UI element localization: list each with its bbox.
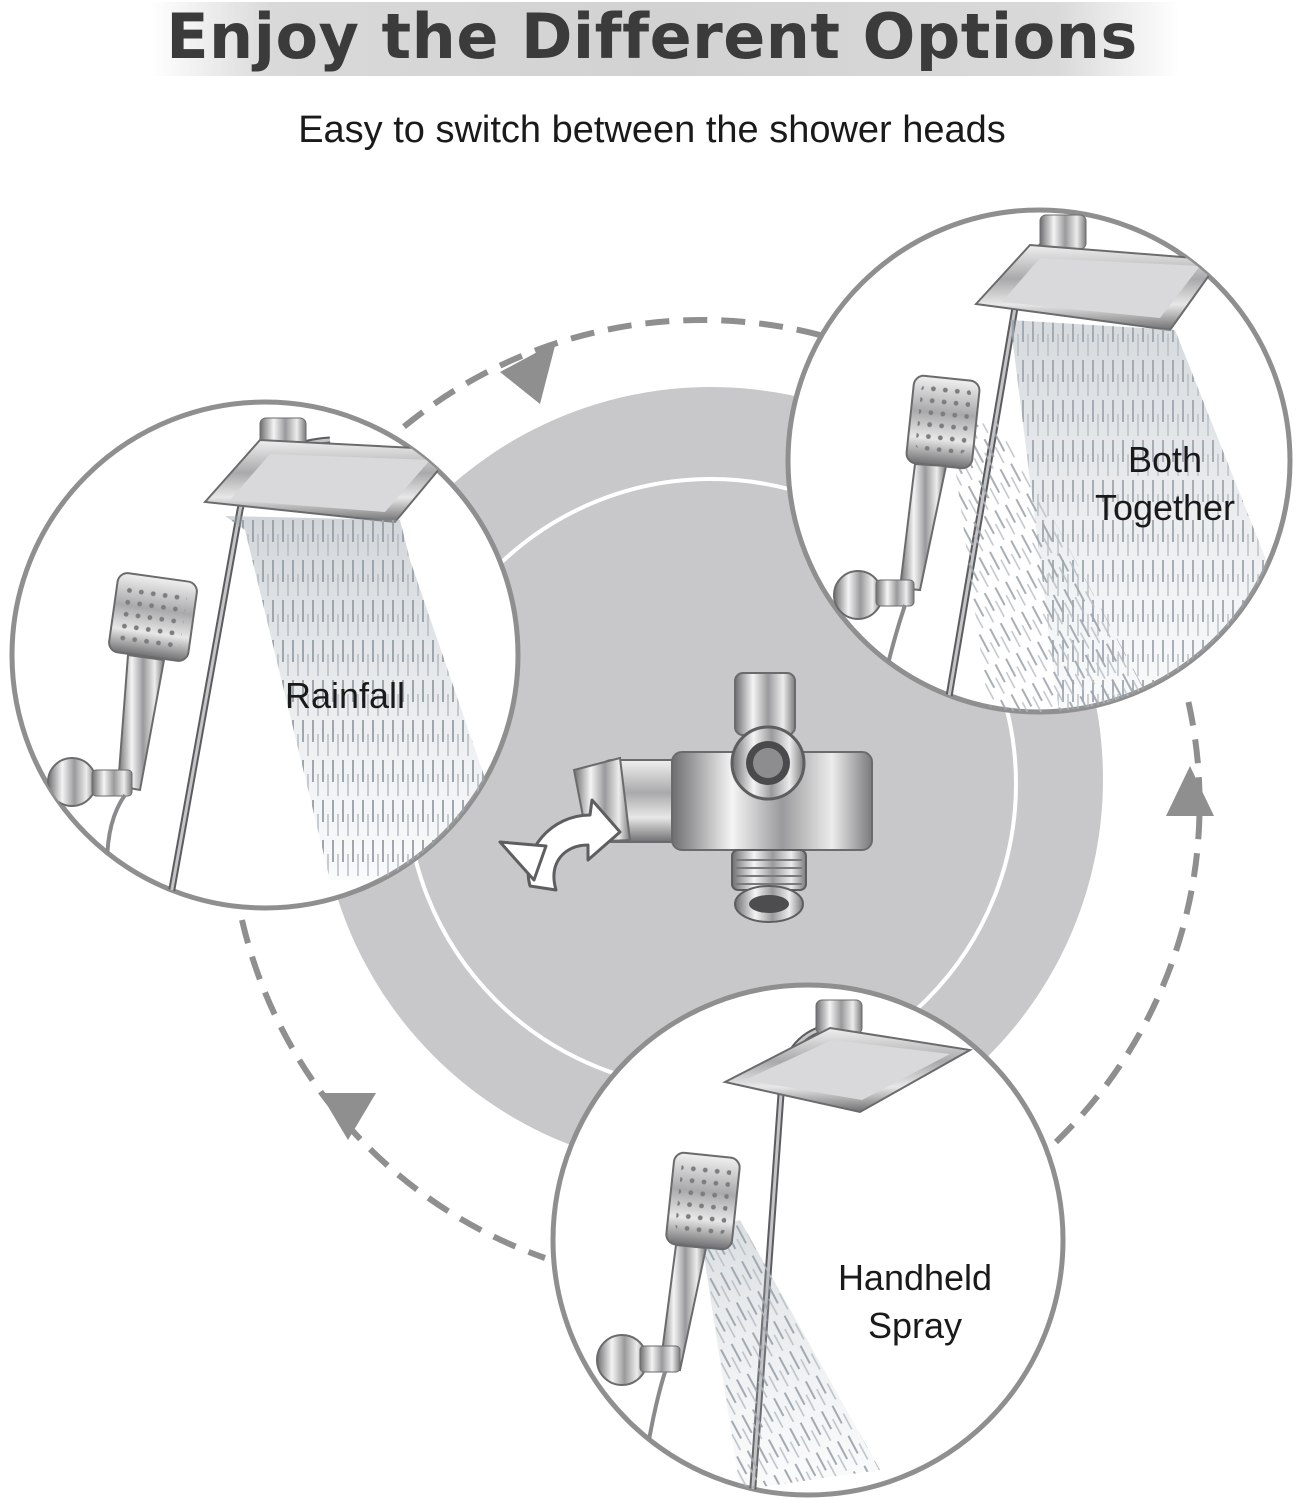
mode-label-rainfall: Rainfall <box>250 672 440 720</box>
page-subtitle: Easy to switch between the shower heads <box>298 109 1006 151</box>
mode-label-line: Handheld <box>837 1257 993 1298</box>
mode-label-handheld: Handheld Spray <box>810 1254 1020 1350</box>
mode-label-both: Both Together <box>1070 436 1260 532</box>
shower-head-icon <box>108 572 198 792</box>
mode-circle-rainfall <box>9 399 521 911</box>
rotate-arrow-icon <box>498 798 622 892</box>
arrow-head-left <box>320 1093 376 1140</box>
mode-label-line: Both <box>1127 439 1203 480</box>
mode-label-line: Together <box>1094 487 1236 528</box>
mode-label-line: Rainfall <box>284 675 406 716</box>
diverter-valve-icon <box>572 672 873 923</box>
arrow-head-right <box>1166 766 1214 816</box>
headline-band <box>150 2 1180 76</box>
mode-label-line: Spray <box>867 1305 963 1346</box>
shower-head-icon <box>658 1151 741 1372</box>
shower-head-icon <box>898 374 981 592</box>
arrow-head-top <box>500 342 556 404</box>
mode-circle-handheld <box>550 982 1066 1498</box>
mode-circle-both <box>785 207 1293 715</box>
page-title: Enjoy the Different Options <box>166 0 1138 73</box>
